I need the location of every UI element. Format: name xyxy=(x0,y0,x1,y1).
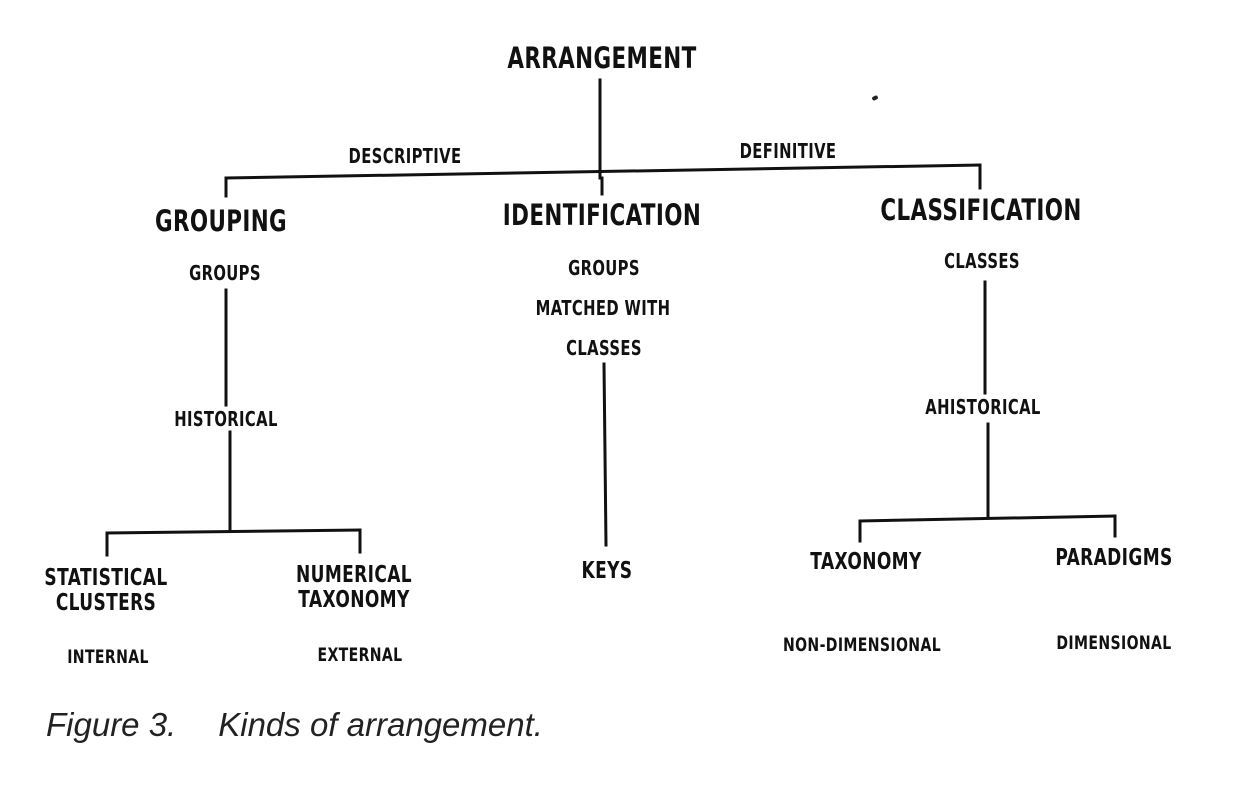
classification-node-label: CLASSIFICATION xyxy=(880,193,1082,227)
classification-kind-label: AHISTORICAL xyxy=(925,395,1041,419)
numerical-taxonomy-line2: TAXONOMY xyxy=(298,586,410,613)
main-branch-bar xyxy=(224,163,982,180)
branch-label-descriptive: DESCRIPTIVE xyxy=(348,144,462,168)
statistical-clusters-line2: CLUSTERS xyxy=(55,589,157,616)
figure-caption-text: Kinds of arrangement. xyxy=(218,706,543,743)
numerical-taxonomy-node-label: NUMERICAL TAXONOMY xyxy=(296,563,412,613)
paradigms-type-label: DIMENSIONAL xyxy=(1056,632,1172,654)
numerical-taxonomy-line1: NUMERICAL xyxy=(296,562,412,588)
identification-output-line2: MATCHED WITH xyxy=(535,296,671,320)
branch-label-definitive: DEFINITIVE xyxy=(739,139,837,163)
numerical-taxonomy-type-label: EXTERNAL xyxy=(317,644,403,666)
identification-line xyxy=(602,362,608,547)
root-node-label: ARRANGEMENT xyxy=(507,41,697,75)
figure-caption: Figure 3. Kinds of arrangement. xyxy=(46,706,543,744)
statistical-clusters-line1: STATISTICAL xyxy=(44,565,168,591)
taxonomy-node-label: TAXONOMY xyxy=(810,549,922,575)
keys-node-label: KEYS xyxy=(581,558,633,584)
statistical-clusters-type-label: INTERNAL xyxy=(67,646,149,668)
identification-node-label: IDENTIFICATION xyxy=(502,198,702,232)
classification-output-label: CLASSES xyxy=(944,249,1020,273)
grouping-child-bar xyxy=(105,528,362,535)
grouping-kind-label: HISTORICAL xyxy=(174,407,278,431)
classification-child-bar xyxy=(858,514,1117,523)
identification-output-line3: CLASSES xyxy=(566,336,642,360)
taxonomy-type-label: NON-DIMENSIONAL xyxy=(782,634,942,656)
statistical-clusters-node-label: STATISTICAL CLUSTERS xyxy=(44,566,167,616)
figure-caption-label: Figure 3. xyxy=(46,706,177,743)
identification-output-line1: GROUPS xyxy=(568,256,640,280)
grouping-output-label: GROUPS xyxy=(189,261,261,285)
paradigms-node-label: PARADIGMS xyxy=(1055,545,1173,571)
grouping-node-label: GROUPING xyxy=(154,204,288,238)
